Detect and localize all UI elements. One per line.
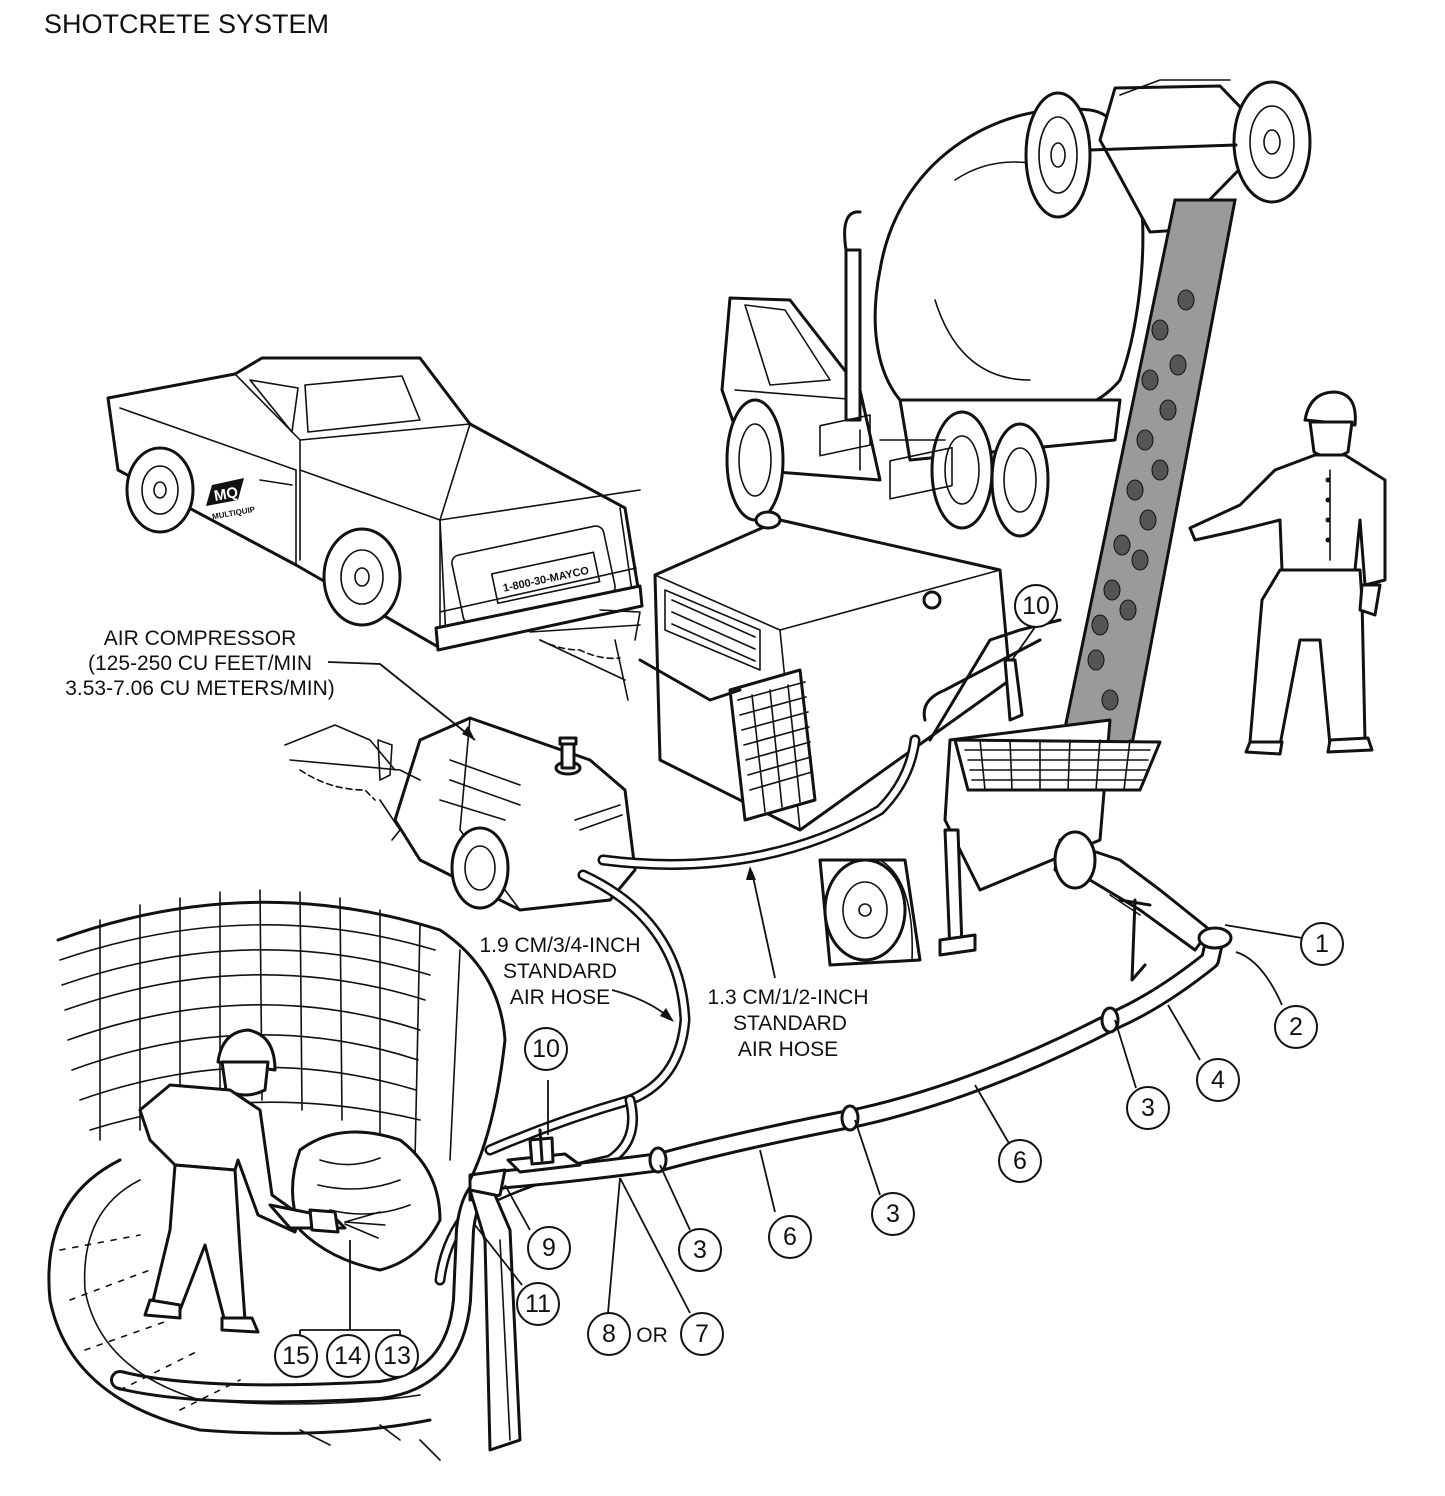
- callout-2: 2: [1274, 1005, 1318, 1049]
- diagram-title: SHOTCRETE SYSTEM: [44, 9, 329, 39]
- callout-8: 8: [587, 1312, 631, 1356]
- svg-text:8: 8: [602, 1320, 616, 1348]
- svg-text:15: 15: [282, 1342, 310, 1370]
- material-hose: [110, 926, 1233, 1404]
- callout-4: 4: [1196, 1058, 1240, 1102]
- arrowhead-hose-3-4: [660, 1008, 674, 1022]
- shotcrete-pump-trailer: [529, 414, 1212, 982]
- callout-13: 13: [375, 1334, 419, 1378]
- callout-1: 1: [1300, 922, 1344, 966]
- shotcrete-texture: [317, 1157, 411, 1215]
- svg-text:AIR COMPRESSOR: AIR COMPRESSOR: [104, 627, 297, 650]
- callout-3-c: 3: [678, 1228, 722, 1272]
- shotcrete-mound: [291, 1130, 442, 1272]
- pool-excavation: [47, 889, 522, 1461]
- svg-text:9: 9: [542, 1234, 556, 1262]
- svg-text:STANDARD: STANDARD: [733, 1012, 847, 1035]
- callout-15: 15: [274, 1334, 318, 1378]
- callout-10-upper: 10: [1014, 584, 1058, 628]
- leader-hose-1-2: [751, 871, 776, 979]
- svg-text:13: 13: [383, 1342, 411, 1370]
- svg-text:1.9 CM/3/4-INCH: 1.9 CM/3/4-INCH: [479, 934, 640, 957]
- callout-6-b: 6: [768, 1215, 812, 1259]
- svg-text:1.3 CM/1/2-INCH: 1.3 CM/1/2-INCH: [707, 986, 868, 1009]
- air-hoses: [434, 734, 921, 1286]
- pickup-truck: 1-800-30-MAYCO MQ MULTIQUIP: [106, 356, 644, 652]
- svg-text:10: 10: [532, 1035, 560, 1063]
- callout-3-b: 3: [871, 1192, 915, 1236]
- air-compressor: [284, 716, 637, 912]
- svg-text:4: 4: [1211, 1066, 1225, 1094]
- callout-leaders: [299, 619, 1303, 1338]
- callout-7: 7: [680, 1312, 724, 1356]
- svg-text:(125-250 CU FEET/MIN: (125-250 CU FEET/MIN: [88, 652, 312, 675]
- svg-text:10: 10: [1022, 592, 1050, 620]
- svg-text:AIR HOSE: AIR HOSE: [510, 986, 610, 1009]
- callout-6-a: 6: [998, 1139, 1042, 1183]
- callout-3-a: 3: [1126, 1086, 1170, 1130]
- svg-text:3: 3: [886, 1200, 900, 1228]
- label-or: OR: [636, 1324, 668, 1347]
- svg-text:14: 14: [334, 1342, 362, 1370]
- arrowhead-air-compressor: [462, 726, 475, 740]
- svg-text:3: 3: [1141, 1094, 1155, 1122]
- svg-text:6: 6: [1013, 1147, 1027, 1175]
- svg-text:6: 6: [783, 1223, 797, 1251]
- arrowhead-hose-1-2: [746, 866, 756, 880]
- air-manifold-lower: [506, 1128, 582, 1174]
- svg-text:1: 1: [1315, 930, 1329, 958]
- chute-concrete-blobs: [1087, 289, 1195, 711]
- callout-11: 11: [516, 1282, 560, 1326]
- svg-text:11: 11: [525, 1290, 551, 1318]
- cement-mixer-truck: [720, 79, 1312, 538]
- svg-text:3.53-7.06 CU METERS/MIN): 3.53-7.06 CU METERS/MIN): [65, 677, 335, 700]
- svg-text:AIR HOSE: AIR HOSE: [738, 1038, 838, 1061]
- truck-brand-logo: MQ: [213, 484, 240, 505]
- label-hose-1-2: 1.3 CM/1/2-INCH STANDARD AIR HOSE: [707, 986, 868, 1061]
- svg-text:STANDARD: STANDARD: [503, 960, 617, 983]
- worker-spraying: [138, 1028, 386, 1334]
- svg-text:7: 7: [695, 1320, 709, 1348]
- leader-air-compressor: [327, 661, 476, 741]
- svg-text:3: 3: [693, 1236, 707, 1264]
- worker-standing: [1188, 390, 1387, 756]
- callout-10-lower: 10: [524, 1027, 568, 1071]
- label-hose-3-4: 1.9 CM/3/4-INCH STANDARD AIR HOSE: [479, 934, 640, 1009]
- callout-9: 9: [527, 1226, 571, 1270]
- label-air-compressor: AIR COMPRESSOR (125-250 CU FEET/MIN 3.53…: [65, 627, 335, 700]
- callout-14: 14: [326, 1334, 370, 1378]
- svg-text:2: 2: [1289, 1013, 1303, 1041]
